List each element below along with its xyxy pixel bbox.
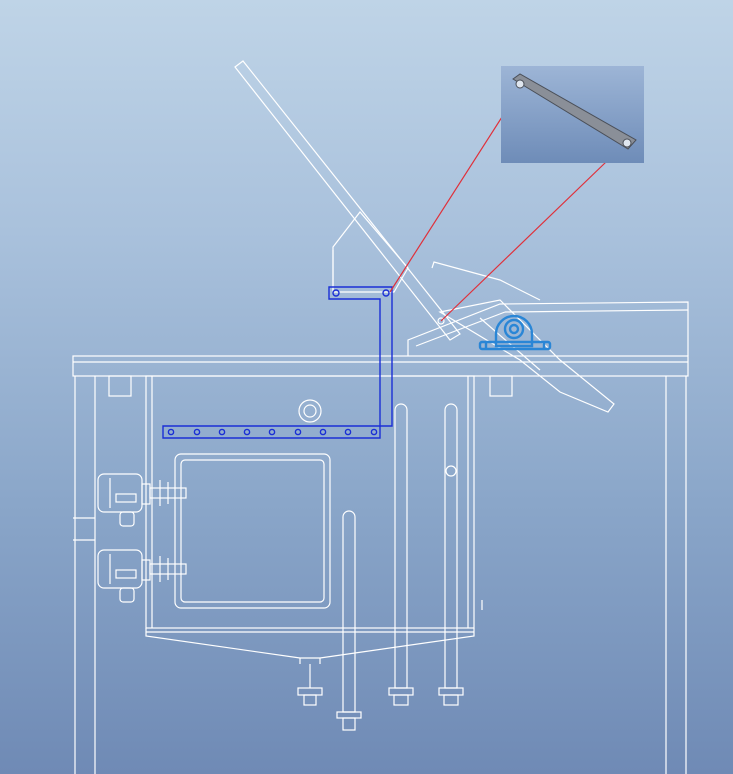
- pipe-middle: [388, 403, 414, 706]
- connecting-link-detail: [501, 66, 644, 163]
- highlighted-l-bracket: [162, 286, 393, 439]
- access-panel: [174, 453, 331, 609]
- bracket-hole: [167, 428, 175, 436]
- valve-upper: [97, 473, 187, 527]
- valve-lower: [97, 549, 187, 603]
- table-leg-right: [665, 376, 687, 774]
- bracket-hole: [344, 428, 352, 436]
- pipe-right: [438, 403, 464, 706]
- tank-port-fitting: [298, 399, 322, 423]
- tank-body: [145, 375, 483, 664]
- pillow-block-bearing: [478, 314, 552, 351]
- support-block-right: [489, 375, 513, 397]
- upper-housing: [407, 261, 689, 356]
- inset-link-bar: [512, 73, 637, 150]
- bracket-hole: [268, 428, 276, 436]
- support-block-left: [108, 375, 132, 397]
- arm-pivot-hole: [437, 317, 445, 325]
- pipe-left: [336, 510, 362, 731]
- bracket-hole: [294, 428, 302, 436]
- lever-arm: [234, 60, 615, 413]
- detail-leader-lines: [389, 116, 607, 322]
- bracket-hole: [319, 428, 327, 436]
- drain-fitting: [297, 664, 323, 706]
- bracket-hole: [370, 428, 378, 436]
- bracket-hole: [218, 428, 226, 436]
- bracket-hole: [243, 428, 251, 436]
- bracket-hole: [193, 428, 201, 436]
- table-leg-left: [73, 376, 96, 774]
